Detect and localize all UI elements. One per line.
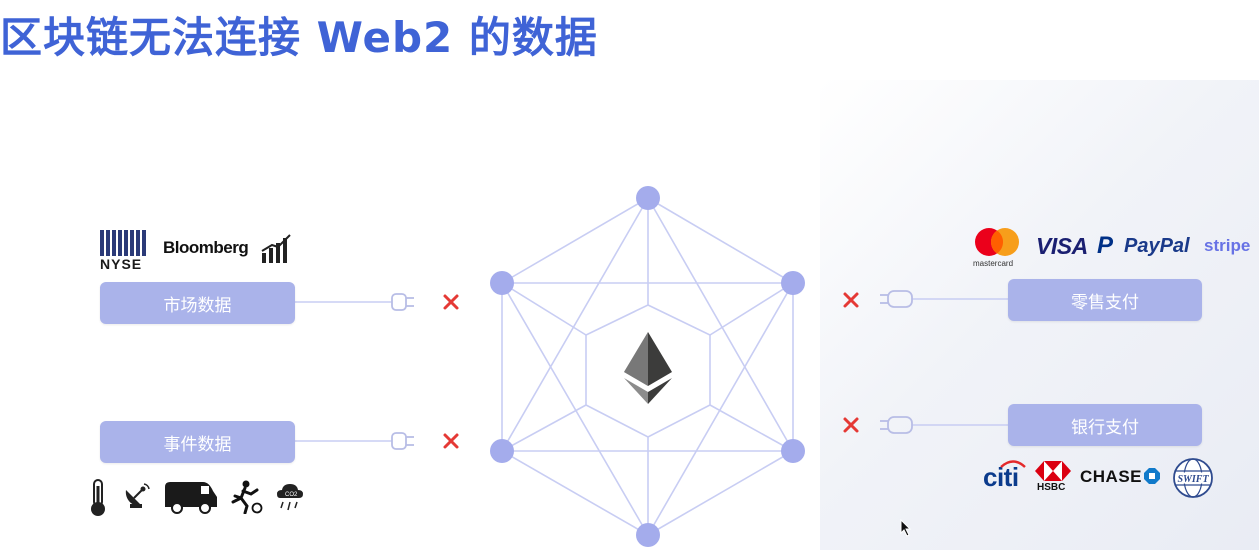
edge <box>501 404 587 452</box>
paypal-p-icon: P <box>1097 232 1114 259</box>
satellite-dish-icon <box>125 483 150 508</box>
edge <box>501 282 587 336</box>
edge <box>647 197 794 452</box>
plug-icon <box>880 416 913 434</box>
mastercard-logo <box>975 228 1019 256</box>
cross-icon <box>843 292 859 308</box>
paypal-logo: PayPal <box>1124 235 1190 257</box>
nyse-logo: NYSE <box>100 230 146 272</box>
retail-payment-box: 零售支付 <box>1008 279 1202 321</box>
node <box>490 439 514 463</box>
node <box>490 271 514 295</box>
stripe-logo: stripe <box>1204 236 1251 255</box>
chart-bars-icon <box>261 234 291 263</box>
bloomberg-logo: Bloomberg <box>163 238 249 257</box>
citi-arc-icon <box>1000 460 1026 468</box>
slide-title: 区块链无法连接 Web2 的数据 <box>0 13 598 62</box>
node <box>781 271 805 295</box>
market-data-box: 市场数据 <box>100 282 295 324</box>
chase-logo: CHASE <box>1080 467 1143 486</box>
chase-octagon-icon <box>1144 468 1160 484</box>
hsbc-label: HSBC <box>1037 482 1066 493</box>
node <box>781 439 805 463</box>
edge <box>647 197 794 284</box>
edge <box>647 450 794 536</box>
cross-icon <box>443 433 459 449</box>
plug-icon <box>391 432 414 450</box>
thermometer-icon <box>91 479 105 516</box>
ethereum-logo-icon <box>624 332 672 404</box>
cross-icon <box>843 417 859 433</box>
visa-logo: VISA <box>1036 233 1088 259</box>
mastercard-label: mastercard <box>973 259 1014 268</box>
edge <box>501 197 649 284</box>
network-nodes <box>490 186 805 547</box>
swift-label: SWIFT <box>1177 474 1209 485</box>
plug-icon <box>880 290 913 308</box>
plug-icon <box>391 293 414 311</box>
mouse-cursor-icon <box>900 519 912 537</box>
weather-co2-icon: CO2 <box>277 484 303 511</box>
node <box>636 186 660 210</box>
edge <box>501 282 649 536</box>
node <box>636 523 660 547</box>
svg-text:CO2: CO2 <box>285 492 298 498</box>
van-icon <box>165 482 217 514</box>
event-data-box: 事件数据 <box>100 421 295 463</box>
network-edges <box>501 197 794 536</box>
cross-icon <box>443 294 459 310</box>
soccer-player-icon <box>231 480 263 514</box>
edge <box>647 282 794 536</box>
edge <box>709 282 794 336</box>
nyse-label: NYSE <box>100 256 143 272</box>
hsbc-hexagon-icon <box>1035 461 1071 481</box>
edge <box>501 450 649 536</box>
edge <box>709 404 794 452</box>
swift-globe-icon: SWIFT <box>1173 458 1213 498</box>
bank-payment-box: 银行支付 <box>1008 404 1202 446</box>
edge <box>501 197 649 452</box>
